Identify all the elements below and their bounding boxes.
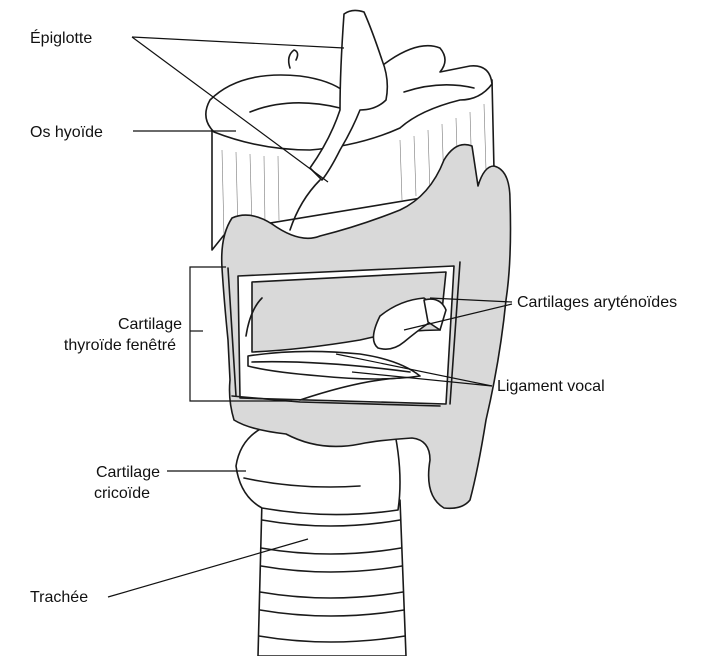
label-cartilages-arytenoides: Cartilages aryténoïdes: [517, 294, 677, 311]
label-cartilage-cricoide-line2: cricoïde: [94, 485, 150, 502]
label-cartilage-cricoide-line1: Cartilage: [96, 464, 160, 481]
label-ligament-vocal: Ligament vocal: [497, 378, 605, 395]
label-cartilage-thyroide-line1: Cartilage: [118, 316, 182, 333]
label-epiglotte: Épiglotte: [30, 28, 92, 47]
label-cartilage-thyroide-line2: thyroïde fenêtré: [64, 337, 176, 354]
label-os-hyoide: Os hyoïde: [30, 124, 103, 141]
label-trachee: Trachée: [30, 589, 88, 606]
leader-epiglotte-1: [132, 37, 344, 48]
trachea-illustration: [258, 500, 406, 656]
